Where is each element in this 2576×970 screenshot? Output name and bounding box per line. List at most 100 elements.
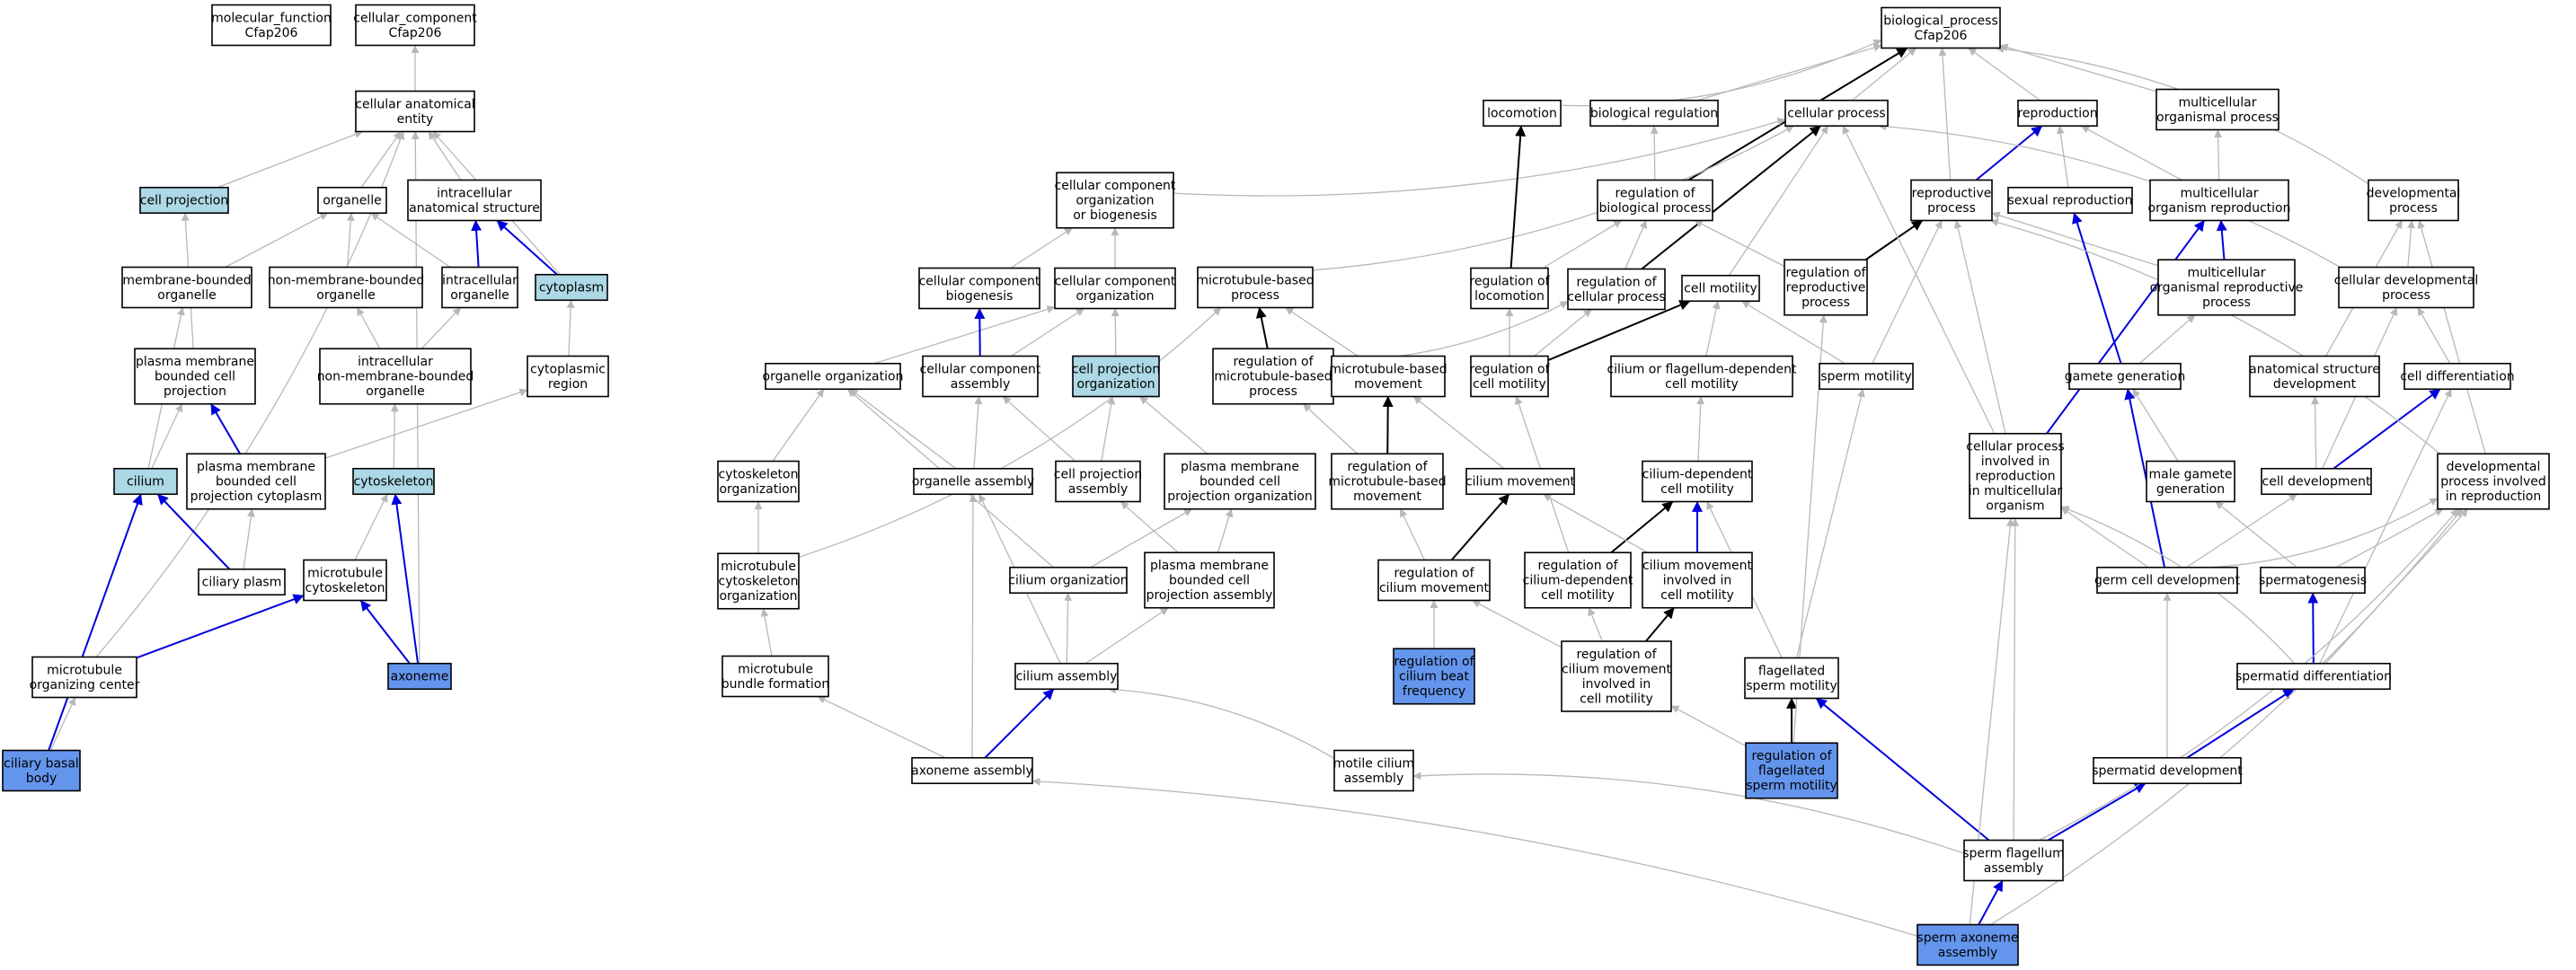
go-term-locomotion[interactable]: locomotion: [1483, 99, 1562, 128]
go-term-orgorg[interactable]: organelle organization: [763, 362, 904, 391]
go-term-cilmove[interactable]: cilium movement: [1465, 467, 1576, 496]
go-term-inmbo[interactable]: intracellularnon-membrane-boundedorganel…: [317, 348, 474, 405]
term-label-line: cell motility: [1665, 377, 1739, 392]
term-box: [134, 348, 256, 405]
edge-is_a-saa-to-dpir: [1990, 508, 2463, 926]
go-term-sexrep[interactable]: sexual reproduction: [2007, 186, 2133, 215]
term-label-line: cell projection: [140, 194, 228, 208]
go-term-reproduction[interactable]: reproduction: [2017, 99, 2098, 128]
term-box: [1470, 355, 1549, 398]
go-term-spermatiddiff[interactable]: spermatid differentiation: [2235, 662, 2392, 691]
edge-is_a-ccbio-to-ccob: [1010, 227, 1073, 269]
go-term-cytoplasm[interactable]: cytoplasm: [535, 273, 608, 302]
term-label-line: process involved: [2440, 475, 2546, 489]
go-term-cilium[interactable]: cilium: [113, 467, 178, 496]
go-term-spermatogenesis[interactable]: spermatogenesis: [2259, 566, 2367, 595]
go-term-bioreg[interactable]: biological regulation: [1589, 99, 1719, 128]
term-label-line: intracellular: [358, 355, 433, 369]
edge-is_a-flagspermmot-to-spermmot: [1795, 388, 1865, 658]
go-term-cilassembly[interactable]: cilium assembly: [1014, 662, 1119, 691]
go-term-ciliaryplasm[interactable]: ciliary plasm: [198, 568, 286, 596]
edge-is_a-io-to-organelle: [370, 212, 451, 269]
term-label-line: ciliary basal: [4, 756, 79, 771]
go-term-cilorg[interactable]: cilium organization: [1008, 566, 1129, 595]
go-term-gcd[interactable]: germ cell development: [2094, 566, 2241, 595]
go-term-axassembly[interactable]: axoneme assembly: [911, 756, 1033, 785]
go-term-cellmot[interactable]: cell motility: [1681, 274, 1760, 303]
go-term-orgassembly[interactable]: organelle assembly: [912, 467, 1034, 496]
term-label-line: biological_process: [1883, 13, 1998, 28]
go-term-spermatiddev[interactable]: spermatid development: [2092, 756, 2243, 785]
term-box: [1054, 267, 1176, 310]
go-term-cproj[interactable]: cell projection: [139, 186, 229, 215]
go-term-cellproc[interactable]: cellular process: [1784, 99, 1889, 128]
term-box: [2261, 467, 2372, 496]
go-term-celldev[interactable]: cell development: [2261, 467, 2372, 496]
edge-is_a-cproj-to-cae: [217, 130, 364, 189]
go-term-spermmot[interactable]: sperm motility: [1819, 362, 1914, 391]
go-term-axoneme[interactable]: axoneme: [387, 662, 452, 691]
term-box: [198, 568, 286, 596]
go-term-cytoskeleton[interactable]: cytoskeleton: [352, 467, 435, 496]
go-term-gametegen[interactable]: gamete generation: [2065, 362, 2185, 391]
go-term-organelle[interactable]: organelle: [317, 186, 387, 215]
go-term-celldiff[interactable]: cell differentiation: [2400, 362, 2515, 391]
